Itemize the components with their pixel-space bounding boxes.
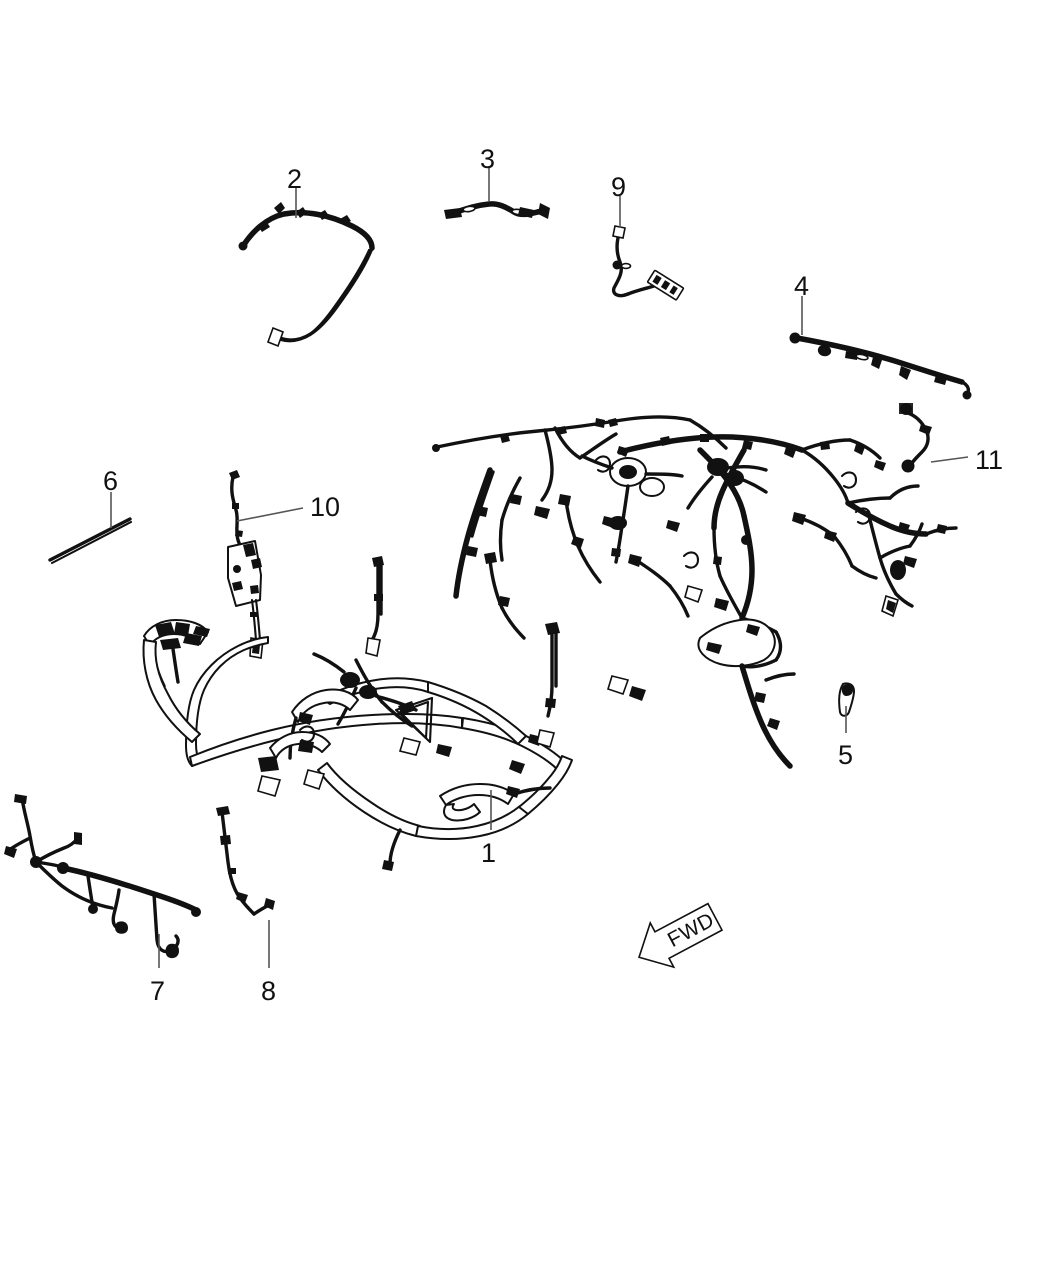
callout-number-8[interactable]: 8 <box>261 976 277 1006</box>
leader-line-11 <box>930 456 969 463</box>
leader-lines-group <box>110 168 969 968</box>
part-3-artwork <box>444 201 550 219</box>
part-6-artwork <box>48 517 133 565</box>
callout-number-3[interactable]: 3 <box>480 144 496 174</box>
callout-number-10[interactable]: 10 <box>310 492 341 522</box>
part-9-artwork <box>611 225 685 301</box>
callout-number-4[interactable]: 4 <box>794 271 810 301</box>
part-10-artwork <box>227 470 264 659</box>
part-5-artwork <box>838 682 855 717</box>
callout-number-2[interactable]: 2 <box>287 164 303 194</box>
callout-number-1[interactable]: 1 <box>481 838 497 868</box>
part-8-artwork <box>216 806 275 916</box>
forward-direction-arrow: FWD <box>638 902 724 969</box>
callout-number-11[interactable]: 11 <box>975 445 1004 475</box>
part-11-artwork <box>899 403 932 473</box>
part-7-artwork <box>4 794 201 959</box>
callout-number-9[interactable]: 9 <box>611 172 627 202</box>
part-2-artwork <box>238 202 375 348</box>
callout-number-7[interactable]: 7 <box>150 976 166 1006</box>
part-4-artwork <box>789 332 972 400</box>
part-1-artwork <box>142 415 958 871</box>
callout-number-6[interactable]: 6 <box>103 466 119 496</box>
leader-line-10 <box>236 507 304 522</box>
callout-number-5[interactable]: 5 <box>838 740 854 770</box>
